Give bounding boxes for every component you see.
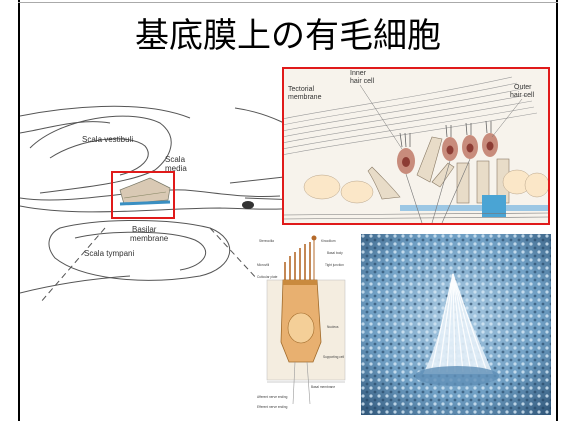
label-basal-body: Basal body (327, 251, 343, 255)
label-stereocilia: Stereocilia (259, 239, 274, 243)
frame-left-line (18, 0, 20, 421)
label-microvilli: Microvilli (257, 263, 270, 267)
label-nucleus: Nucleus (327, 325, 339, 329)
label-tight-junction: Tight junction (325, 263, 344, 267)
label-efferent: Efferent nerve ending (257, 405, 288, 409)
label-cuticular-plate: Cuticular plate (257, 275, 278, 279)
label-supporting-cell: Supporting cell (323, 355, 344, 359)
label-scala-vestibuli: Scala vestibuli (82, 135, 133, 144)
label-kinocilium: Kinocilium (321, 239, 336, 243)
slide-title: 基底膜上の有毛細胞 (135, 16, 441, 56)
sem-hair-bundle-image (361, 234, 551, 415)
label-afferent: Afferent nerve ending (257, 395, 288, 399)
frame-top-line (18, 2, 558, 3)
label-scala-tympani: Scala tympani (84, 249, 134, 258)
scala-media-highlight-box (111, 171, 175, 219)
frame-right-line (556, 0, 558, 421)
hair-cell-diagram: Stereocilia Kinocilium Basal body Microv… (255, 232, 357, 412)
label-basal-membrane: Basal membrane (311, 385, 335, 389)
hair-bundle (415, 272, 499, 386)
organ-figure-border (282, 67, 550, 225)
